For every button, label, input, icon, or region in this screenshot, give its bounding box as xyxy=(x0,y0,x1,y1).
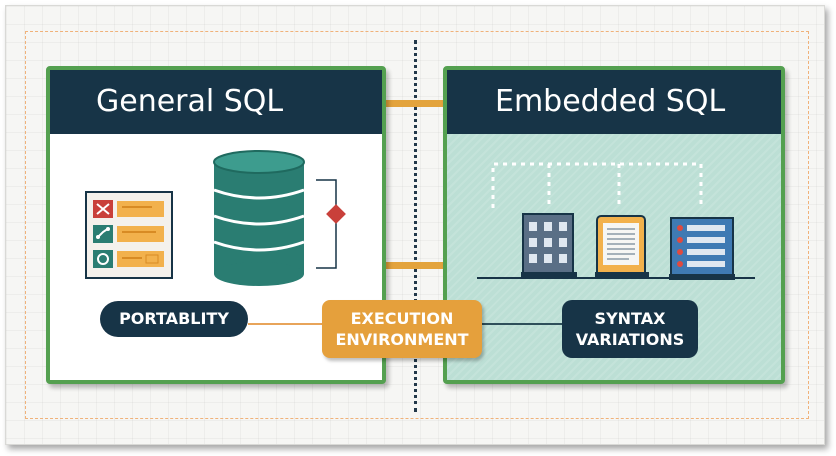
server-list-icon xyxy=(669,217,735,280)
syntax-link-line xyxy=(480,323,564,325)
diamond-icon xyxy=(316,179,346,269)
general-sql-title: General SQL xyxy=(50,70,382,134)
document-tablet-icon xyxy=(595,215,649,278)
portability-link-line xyxy=(248,323,324,325)
execution-environment-label: EXECUTION ENVIRONMENT xyxy=(322,300,482,358)
top-connector xyxy=(384,100,446,107)
dashed-boundary xyxy=(25,31,809,419)
syntax-variations-line2: VARIATIONS xyxy=(575,330,685,349)
embedded-sql-title: Embedded SQL xyxy=(447,70,781,134)
execution-environment-line2: ENVIRONMENT xyxy=(335,330,469,349)
form-list-icon xyxy=(85,191,173,279)
general-sql-panel: General SQL xyxy=(46,66,386,384)
execution-environment-line1: EXECUTION xyxy=(350,309,454,328)
syntax-variations-label: SYNTAX VARIATIONS xyxy=(562,300,698,358)
portability-label: PORTABLITY xyxy=(100,301,248,337)
syntax-variations-line1: SYNTAX xyxy=(594,309,666,328)
middle-connector xyxy=(384,262,446,269)
center-divider xyxy=(414,40,417,412)
database-icon xyxy=(213,150,305,286)
building-icon xyxy=(521,213,577,278)
